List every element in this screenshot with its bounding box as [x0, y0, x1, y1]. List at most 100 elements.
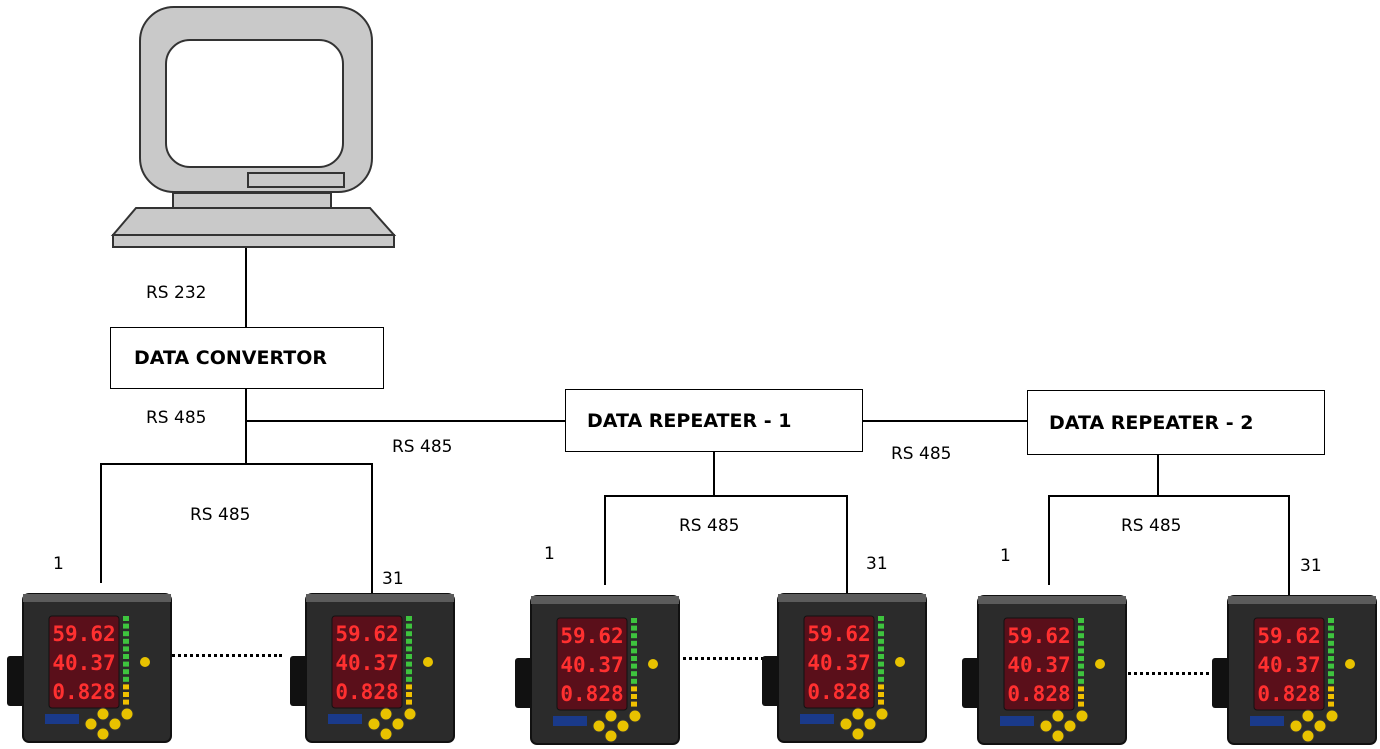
bus-line-3 — [1048, 495, 1290, 497]
status-led — [423, 657, 433, 667]
bar-led — [1328, 694, 1334, 699]
meter-id-last-1: 31 — [382, 569, 404, 589]
bar-led — [123, 699, 129, 705]
bar-led — [878, 654, 884, 659]
bus-line-2 — [604, 495, 848, 497]
bar-led — [631, 671, 637, 677]
bar-led — [1328, 701, 1334, 707]
bar-led — [406, 676, 412, 682]
keypad-button — [84, 717, 98, 731]
meter-top-edge — [978, 596, 1126, 604]
bar-led — [1078, 625, 1084, 631]
bar-led — [123, 616, 129, 621]
bus-drop-left-1 — [100, 463, 102, 583]
brand-strip — [1250, 716, 1284, 726]
bar-led — [1328, 633, 1334, 639]
brand-strip — [553, 716, 587, 726]
bar-led — [878, 684, 884, 690]
bar-led — [878, 638, 884, 644]
bar-led — [406, 616, 412, 621]
keypad-button — [863, 717, 877, 731]
meter-reading: 40.37 — [335, 651, 398, 675]
keypad-button — [1075, 709, 1089, 723]
status-led — [1095, 659, 1105, 669]
meter-top-edge — [531, 596, 679, 604]
brand-strip — [45, 714, 79, 724]
bar-led — [878, 616, 884, 621]
meter-id-first-2: 1 — [544, 544, 555, 564]
keypad-button — [1313, 719, 1327, 733]
bar-led — [631, 618, 637, 623]
bar-led — [631, 663, 637, 669]
meter-top-edge — [306, 594, 454, 602]
data-converter-label: DATA CONVERTOR — [134, 347, 328, 369]
bar-led — [1328, 671, 1334, 677]
data-repeater-2-box: DATA REPEATER - 2 — [1027, 390, 1325, 455]
data-converter-box: DATA CONVERTOR — [110, 327, 384, 389]
bar-led — [1078, 618, 1084, 623]
keypad-button — [604, 729, 618, 743]
bar-led — [1328, 625, 1334, 631]
status-led — [140, 657, 150, 667]
bus-drop-left-2 — [604, 495, 606, 585]
keypad-button — [403, 707, 417, 721]
bar-led — [1078, 671, 1084, 677]
bar-led — [631, 701, 637, 707]
bar-led — [123, 661, 129, 667]
repeater-2-drop — [1157, 455, 1159, 497]
bus-3-rs485-label: RS 485 — [1121, 516, 1182, 536]
bar-led — [1078, 663, 1084, 669]
continuation-dots-3 — [1123, 672, 1220, 675]
keypad-button — [628, 709, 642, 723]
bar-led — [1328, 640, 1334, 646]
bar-led — [123, 646, 129, 652]
meter-reading: 0.828 — [1007, 682, 1070, 706]
meter-reading: 59.62 — [335, 622, 398, 646]
bar-led — [123, 676, 129, 682]
bar-led — [878, 692, 884, 697]
meter-id-last-3: 31 — [1300, 556, 1322, 576]
keypad-button — [1051, 729, 1065, 743]
bar-led — [878, 669, 884, 675]
bar-led — [878, 646, 884, 652]
keypad-button — [592, 719, 606, 733]
bar-led — [1078, 656, 1084, 661]
meter-screen — [331, 615, 403, 709]
bar-led — [406, 661, 412, 667]
bar-led — [123, 654, 129, 659]
bar-led — [878, 631, 884, 637]
trunk-line-1 — [245, 420, 565, 422]
meter-screen — [803, 615, 875, 709]
brand-strip — [800, 714, 834, 724]
meter-reading: 0.828 — [52, 680, 115, 704]
keypad-button — [851, 727, 865, 741]
bar-led — [631, 694, 637, 699]
trunk-1-rs485-label: RS 485 — [392, 437, 453, 457]
bar-led — [878, 623, 884, 629]
bar-led — [1078, 640, 1084, 646]
bar-led — [1078, 678, 1084, 684]
brand-strip — [328, 714, 362, 724]
keypad-button — [616, 719, 630, 733]
keypad-button — [379, 727, 393, 741]
bar-led — [1328, 678, 1334, 684]
keypad-button — [379, 707, 393, 721]
meter-reading: 40.37 — [1007, 653, 1070, 677]
meter-reading: 0.828 — [335, 680, 398, 704]
rs232-label: RS 232 — [146, 283, 207, 303]
meter-id-first-1: 1 — [53, 554, 64, 574]
bus-2-rs485-label: RS 485 — [679, 516, 740, 536]
bar-led — [878, 699, 884, 705]
bar-led — [406, 699, 412, 705]
meter-screen — [556, 617, 628, 711]
bar-led — [406, 669, 412, 675]
meter-reading: 59.62 — [52, 622, 115, 646]
keypad-button — [604, 709, 618, 723]
trunk-2-rs485-label: RS 485 — [891, 444, 952, 464]
brand-strip — [1000, 716, 1034, 726]
bar-led — [1328, 648, 1334, 654]
data-repeater-1-box: DATA REPEATER - 1 — [565, 389, 863, 452]
